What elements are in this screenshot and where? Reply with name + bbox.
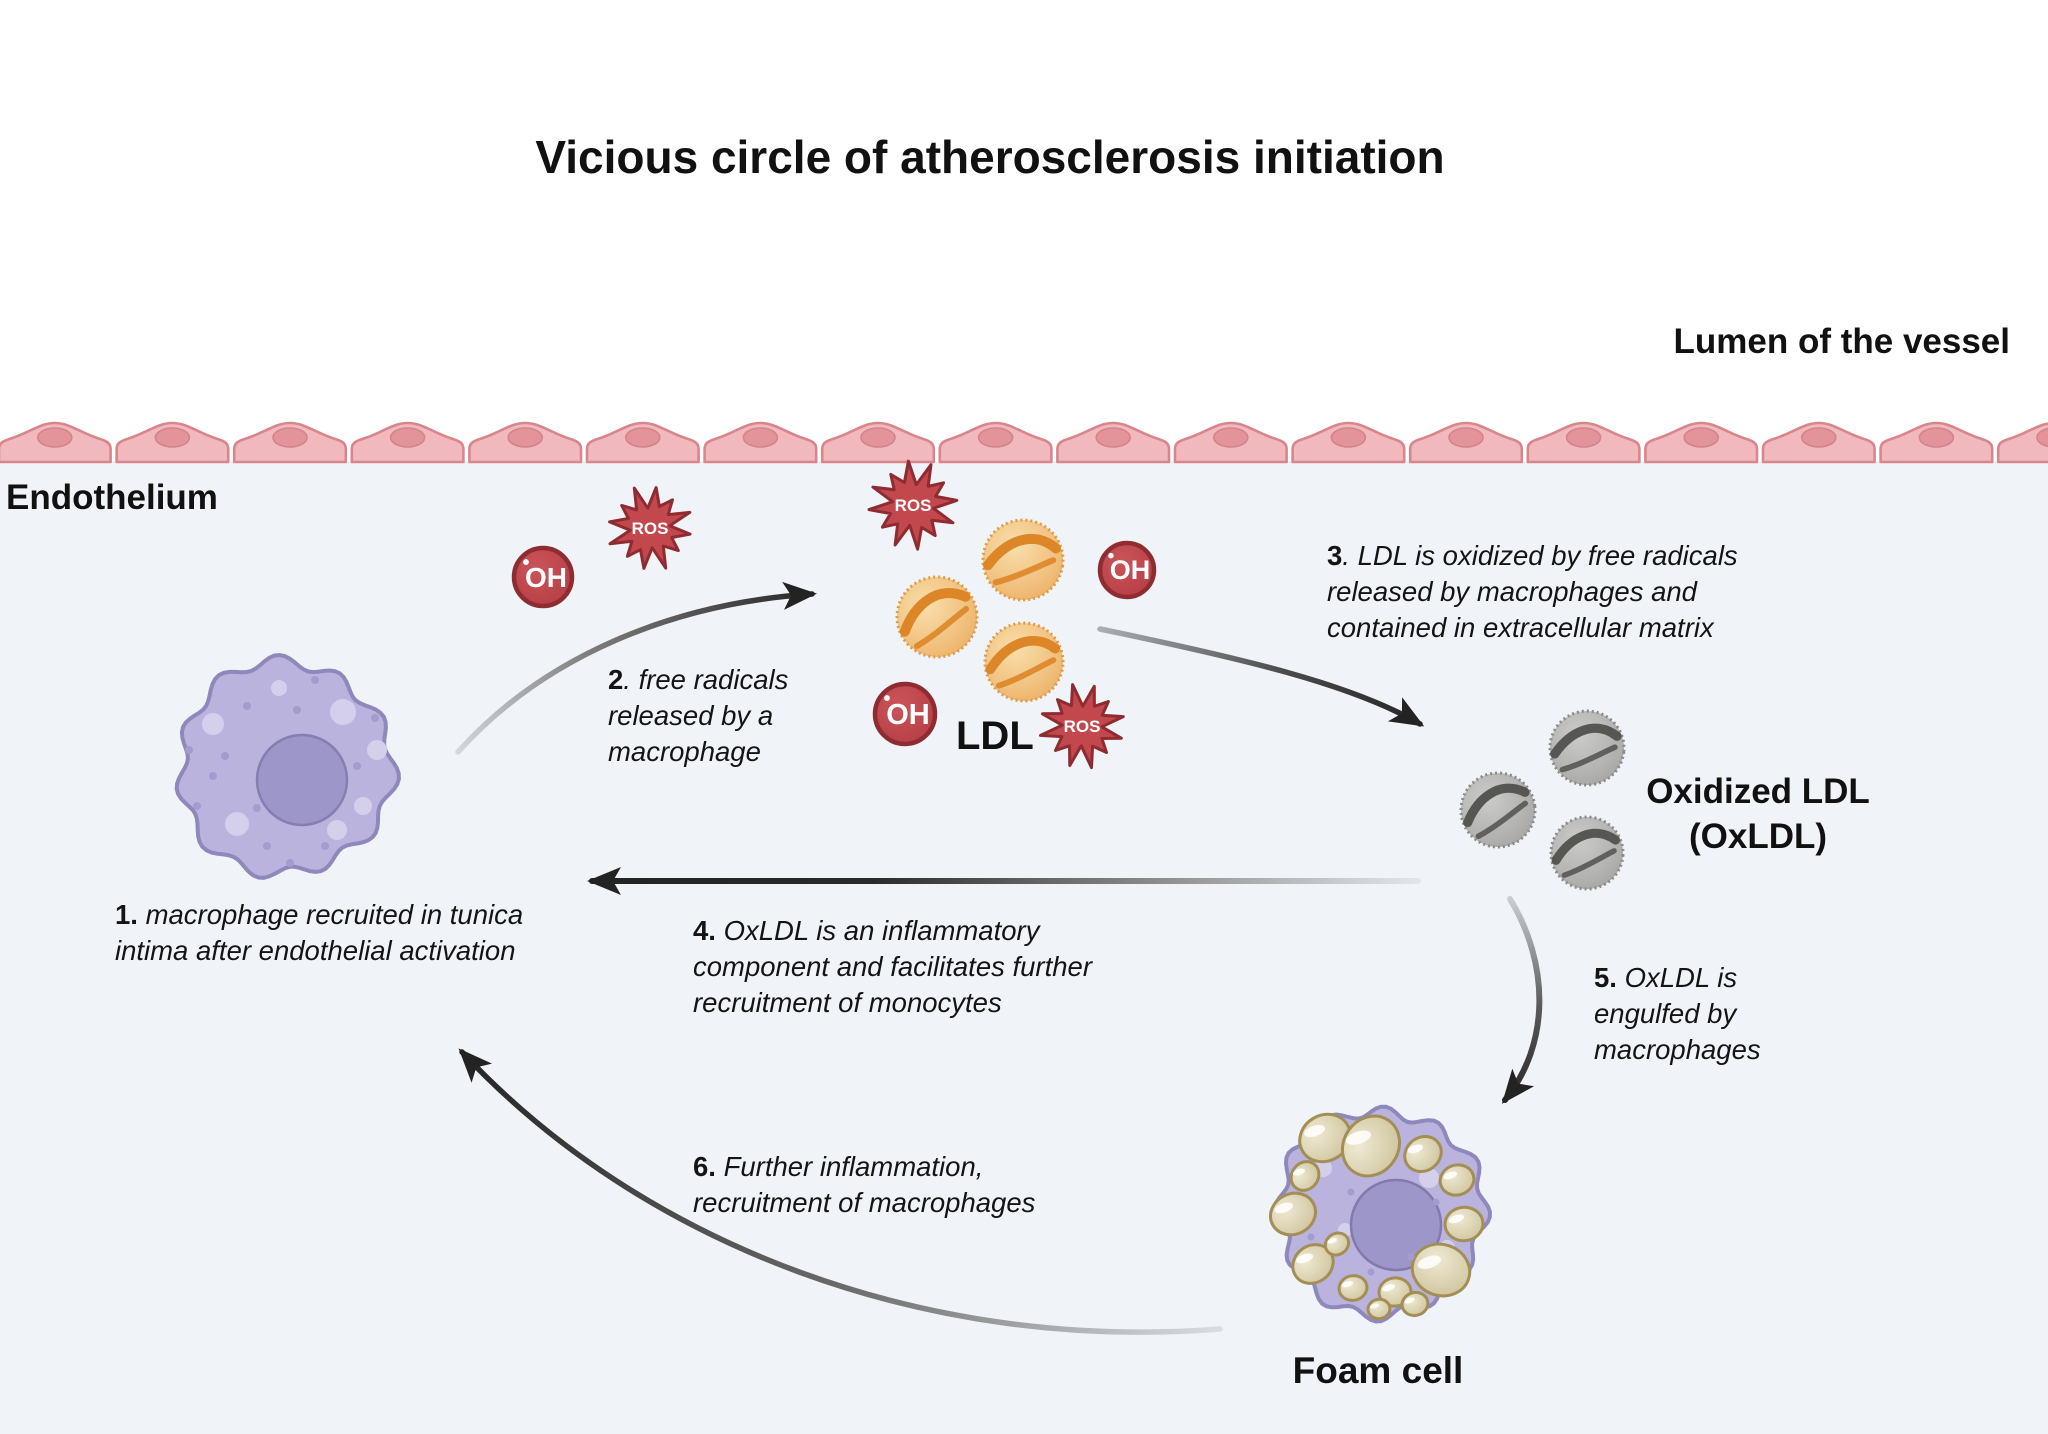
lipid-droplet <box>1323 1231 1351 1257</box>
endothelial-cell <box>1761 421 1876 464</box>
lipid-droplet <box>1269 1191 1317 1237</box>
oh-dot: • <box>1108 546 1115 567</box>
lipid-droplet <box>1403 1134 1443 1174</box>
ldl-particle <box>895 575 979 659</box>
tunica-intima-background <box>0 461 2048 1434</box>
endothelial-cell <box>0 421 112 464</box>
ros-label: ROS <box>632 519 669 538</box>
endothelial-cell <box>115 421 230 464</box>
hydroxyl-radical-icon: OH • <box>872 681 938 747</box>
lipid-droplet <box>1400 1290 1430 1318</box>
endothelial-cell <box>585 421 700 464</box>
oh-dot: • <box>522 552 529 574</box>
lipid-droplet <box>1443 1205 1485 1243</box>
endothelial-cell <box>703 421 818 464</box>
lipid-droplet <box>1438 1163 1476 1197</box>
hydroxyl-radical-icon: OH • <box>1097 540 1157 600</box>
macrophage-cell <box>174 652 401 880</box>
lipid-droplet <box>1341 1114 1401 1178</box>
oxldl-particle <box>1549 815 1625 891</box>
ldl-particle <box>981 518 1065 602</box>
arrow-step-3 <box>1097 626 1425 727</box>
ros-star-icon: ROS <box>1039 683 1125 770</box>
endothelial-cell <box>350 421 465 464</box>
endothelial-cell <box>1056 421 1171 464</box>
oxldl-particle <box>1459 771 1537 849</box>
lipid-droplet <box>1410 1242 1472 1298</box>
endothelial-cell <box>232 421 348 464</box>
ldl-particle <box>983 621 1065 703</box>
ros-star-icon: ROS <box>608 486 692 570</box>
endothelial-cell <box>938 421 1053 464</box>
endothelial-cell <box>1879 421 1994 464</box>
ros-label: ROS <box>1064 717 1101 736</box>
arrow-step-5 <box>1501 896 1543 1104</box>
lipid-droplet <box>1337 1274 1369 1302</box>
ros-star-icon: ROS <box>867 459 959 551</box>
oh-label: OH <box>525 562 567 593</box>
foam-cell <box>1269 1104 1493 1324</box>
endothelial-cell <box>1408 421 1524 464</box>
arrow-step-2 <box>455 581 817 755</box>
lipid-droplet <box>1298 1112 1352 1164</box>
oh-label: OH <box>886 699 930 731</box>
endothelial-cell <box>1173 421 1288 464</box>
ros-label: ROS <box>895 496 932 515</box>
endothelial-cell <box>468 421 583 464</box>
lipid-droplet <box>1366 1297 1392 1321</box>
endothelial-cell <box>1526 421 1641 464</box>
endothelial-cell <box>1291 421 1406 464</box>
arrow-step-6 <box>458 1048 1223 1335</box>
endothelial-cell <box>820 421 936 464</box>
endothelium-cell-row <box>0 421 2048 464</box>
oh-label: OH <box>1110 555 1151 585</box>
endothelial-cell <box>1644 421 1759 464</box>
endothelial-cell <box>1996 422 2048 464</box>
oh-dot: • <box>883 688 890 710</box>
hydroxyl-radical-icon: OH • <box>511 545 575 609</box>
lipid-droplet <box>1289 1160 1321 1192</box>
